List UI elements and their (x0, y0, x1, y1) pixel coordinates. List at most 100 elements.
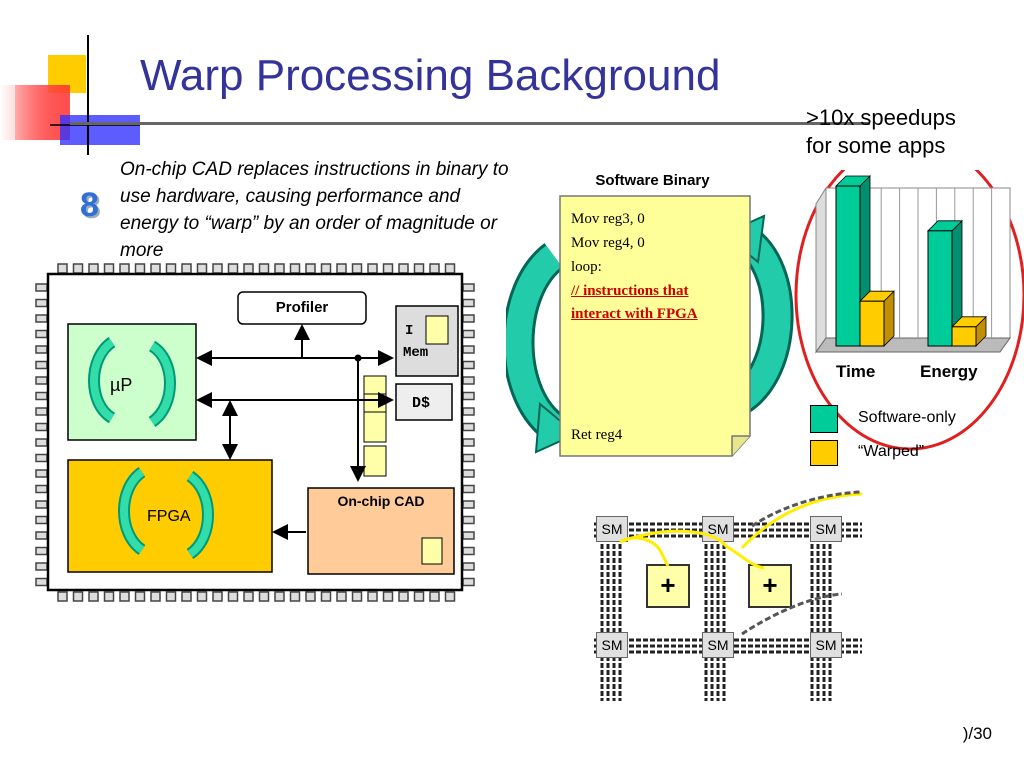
speedup-chart (794, 170, 1024, 451)
chip-pin (150, 263, 161, 274)
chip-pin (227, 263, 239, 274)
switch-matrix: SM (596, 632, 628, 658)
chip-pin (181, 263, 192, 274)
chip-pin (243, 263, 254, 274)
slide-title: Warp Processing Background (140, 51, 721, 100)
chip-pin (88, 263, 99, 274)
binary-document (506, 195, 794, 457)
chip-pin (119, 263, 130, 274)
chip-pin (444, 591, 456, 602)
speedup-note: >10x speedups for some apps (806, 105, 956, 158)
chip-pin (35, 391, 48, 401)
category-label-time: Time (836, 362, 876, 381)
chip-pin (462, 360, 475, 370)
chip-pin (413, 263, 425, 274)
chip-pin (462, 329, 475, 339)
chip-pin (243, 591, 254, 602)
chip-pin (227, 591, 239, 602)
switch-matrix: SM (810, 516, 842, 542)
step-number: 8 (80, 186, 99, 224)
chip-pin (398, 591, 409, 602)
switch-matrix: SM (702, 516, 734, 542)
chip-pin (258, 263, 270, 274)
chip-pin (351, 263, 363, 274)
chip-pin (103, 263, 115, 274)
chip-pin (35, 500, 48, 509)
code-line-1: Mov reg3, 0 (571, 211, 645, 227)
legend-label-warped: “Warped” (858, 443, 925, 460)
page-number: )/30 (962, 724, 992, 743)
chip-pin (35, 577, 48, 587)
chip-pin (35, 314, 48, 323)
chip-pin (289, 263, 301, 274)
chip-pin (382, 263, 394, 274)
chip-pin (35, 484, 48, 494)
slide-logo (0, 35, 140, 155)
chip-pin (274, 263, 285, 274)
switch-matrix: SM (702, 632, 734, 658)
code-line-3: loop: (571, 259, 602, 275)
chip-pin (57, 263, 68, 274)
dcache-block (395, 383, 453, 421)
binary-title: Software Binary (595, 172, 710, 189)
chip-pin (35, 407, 48, 416)
chip-pin (88, 591, 99, 602)
chip-pin (462, 500, 475, 509)
imem-label-line2: Mem (403, 345, 429, 361)
bar-energy-1 (951, 326, 977, 347)
chip-pin (35, 438, 48, 447)
chip-pin (35, 453, 48, 463)
legend-swatch-software (810, 405, 838, 433)
chip-pin (35, 360, 48, 370)
fpga-block (67, 459, 273, 573)
chip-pin (305, 591, 316, 602)
bar-time-0 (835, 185, 861, 347)
cad-label: On-chip CAD (337, 493, 425, 509)
chip-pin (462, 407, 475, 416)
chip-pin (119, 591, 130, 602)
chip-pin (336, 263, 347, 274)
chip-pin (462, 469, 475, 478)
bar-energy-0 (927, 230, 953, 347)
adder-cell: + (748, 564, 792, 608)
legend-label-software: Software-only (858, 409, 956, 426)
chip-pin (382, 591, 394, 602)
chip-pin (367, 591, 378, 602)
chip-pin (462, 422, 475, 432)
chip-pin (462, 453, 475, 463)
chip-pin (196, 263, 208, 274)
fpga-label: FPGA (147, 508, 191, 525)
chip-pin (181, 591, 192, 602)
chip-pin (274, 591, 285, 602)
chip-pin (462, 298, 475, 308)
adder-cell: + (646, 564, 690, 608)
chip-pin (35, 345, 48, 354)
chip-pin (462, 283, 475, 292)
chip-pin (35, 531, 48, 540)
chip-diagram (35, 263, 475, 602)
chip-pin (134, 591, 146, 602)
code-highlight-1: // instructions that (571, 283, 689, 299)
chip-pin (462, 577, 475, 587)
chip-pin (462, 438, 475, 447)
category-label-energy: Energy (920, 362, 978, 381)
chip-pin (212, 591, 223, 602)
chip-pin (72, 591, 84, 602)
chip-pin (444, 263, 456, 274)
chip-pin (398, 263, 409, 274)
chip-pin (150, 591, 161, 602)
chip-pin (196, 591, 208, 602)
chip-pin (35, 376, 48, 385)
description-text: On-chip CAD replaces instructions in bin… (120, 159, 509, 261)
chip-pin (336, 591, 347, 602)
chip-pin (367, 263, 378, 274)
chip-pin (35, 562, 48, 571)
chip-pin (429, 591, 440, 602)
chip-pin (462, 484, 475, 494)
routing-path (619, 490, 863, 636)
profiler-label: Profiler (275, 299, 329, 316)
highlight-circle (794, 170, 1024, 451)
chip-pin (289, 591, 301, 602)
chip-pin (305, 263, 316, 274)
chip-pin (35, 546, 48, 556)
